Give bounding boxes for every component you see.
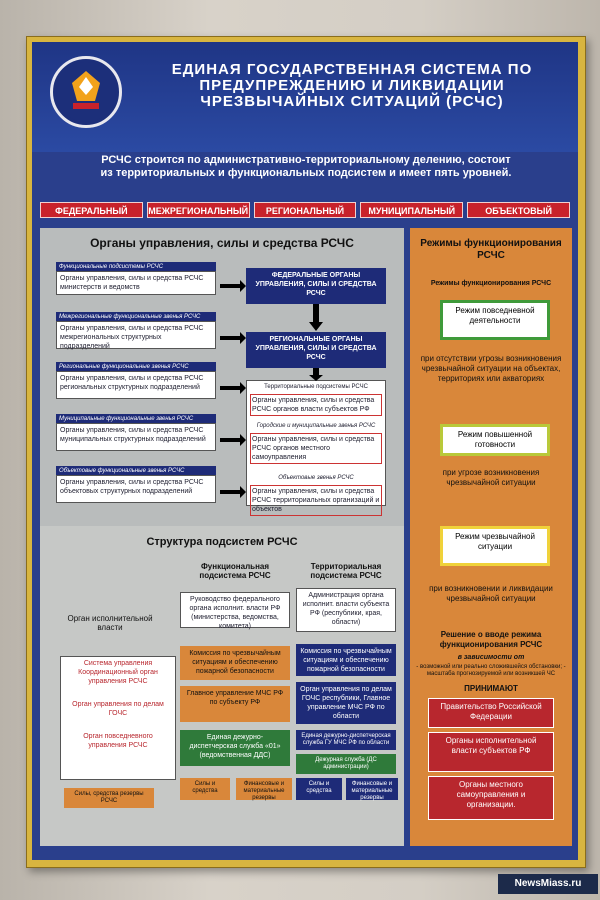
poster-header: ЕДИНАЯ ГОСУДАРСТВЕННАЯ СИСТЕМА ПО ПРЕДУП…	[32, 42, 578, 152]
down-arrow-icon	[309, 368, 323, 381]
left-forces-box: Силы, средства резервы РСЧС	[64, 788, 154, 808]
func-head-2: Межрегиональные функциональные звенья РС…	[56, 312, 216, 322]
terr-body: Органы управления, силы и средства РСЧС …	[250, 394, 382, 416]
accept-label: ПРИНИМАЮТ	[464, 684, 518, 693]
city-body: Органы управления, силы и средства РСЧС …	[250, 433, 382, 464]
emchs-emblem-icon	[50, 56, 122, 128]
func-dispatch-box: Единая дежурно-диспетчерская служба «01»…	[180, 730, 290, 766]
gochs-organ: Орган управления по делам ГОЧС	[72, 701, 164, 717]
poster-subtitle: РСЧС строится по административно-террито…	[38, 154, 574, 180]
organs-panel: Органы управления, силы и средства РСЧС …	[40, 228, 404, 846]
terr-forces-box: Силы и средства	[296, 778, 342, 800]
structure-title: Структура подсистем РСЧС	[146, 536, 298, 548]
regime-ready-text: при угрозе возникновения чрезвычайной си…	[442, 468, 540, 487]
structure-section: Структура подсистем РСЧС Функциональная …	[40, 526, 404, 846]
func-commission-box: Комиссия по чрезвычайным ситуациям и обе…	[180, 646, 290, 680]
func-body-3: Органы управления, силы и средства РСЧС …	[56, 371, 216, 399]
subtitle-line-1: РСЧС строится по административно-террито…	[101, 154, 511, 166]
func-head-1: Функциональные подсистемы РСЧС	[56, 262, 216, 272]
terr-head: Территориальные подсистемы РСЧС	[264, 384, 368, 390]
organs-title: Органы управления, силы и средства РСЧС	[90, 236, 354, 250]
title-line-2: ПРЕДУПРЕЖДЕНИЮ И ЛИКВИДАЦИИ	[199, 77, 505, 94]
level-badge: ФЕДЕРАЛЬНЫЙ	[40, 202, 143, 218]
func-column-title: Функциональная подсистема РСЧС	[199, 562, 271, 580]
terr-commission-box: Комиссия по чрезвычайным ситуациям и обе…	[296, 644, 396, 676]
daily-organ: Орган повседневного управления РСЧС	[83, 733, 153, 749]
regimes-title: Режимы функционирования РСЧС	[420, 238, 562, 261]
levels-row: ФЕДЕРАЛЬНЫЙ МЕЖРЕГИОНАЛЬНЫЙ РЕГИОНАЛЬНЫЙ…	[40, 202, 570, 218]
exec-power-label: Орган исполнительной власти	[67, 614, 153, 632]
federal-organs-box: ФЕДЕРАЛЬНЫЕ ОРГАНЫ УПРАВЛЕНИЯ, СИЛЫ И СР…	[246, 268, 386, 304]
level-badge: МЕЖРЕГИОНАЛЬНЫЙ	[146, 202, 250, 218]
coord-organ: Система управления Координационный орган…	[78, 660, 158, 685]
regimes-subtitle: Режимы функционирования РСЧС	[430, 280, 552, 287]
func-body-1: Органы управления, силы и средства РСЧС …	[56, 271, 216, 295]
regime-emergency-text: при возникновении и ликвидации чрезвычай…	[429, 584, 553, 603]
func-main-directorate-box: Главное управление МЧС РФ по субъекту РФ	[180, 686, 290, 722]
decision-note: - возможной или реально сложившейся обст…	[416, 664, 566, 677]
func-head-3: Региональные функциональные звенья РСЧС	[56, 362, 216, 372]
func-forces-box: Силы и средства	[180, 778, 230, 800]
func-head-5: Объектовые функциональные звенья РСЧС	[56, 466, 216, 476]
func-top-box: Руководство федерального органа исполнит…	[180, 592, 290, 630]
func-reserves-box: Финансовые и материальные резервы	[236, 778, 292, 801]
authority-regions: Органы исполнительной власти субъектов Р…	[428, 732, 554, 772]
terr-column-title: Территориальная подсистема РСЧС	[310, 562, 382, 580]
func-head-4: Муниципальные функциональные звенья РСЧС	[56, 414, 216, 424]
subtitle-line-2: из территориальных и функциональных подс…	[100, 167, 512, 179]
level-badge: ОБЪЕКТОВЫЙ	[467, 202, 570, 218]
poster: ЕДИНАЯ ГОСУДАРСТВЕННАЯ СИСТЕМА ПО ПРЕДУП…	[32, 42, 578, 860]
territorial-group: Территориальные подсистемы РСЧС Органы у…	[246, 380, 386, 516]
authority-municipal: Органы местного самоуправления и организ…	[428, 776, 554, 820]
regime-daily-text: при отсутствии угрозы возникновения чрез…	[420, 354, 562, 383]
watermark-label: NewsMiass.ru	[498, 874, 598, 894]
func-body-5: Органы управления, силы и средства РСЧС …	[56, 475, 216, 503]
down-arrow-icon	[309, 304, 323, 331]
regimes-panel: Режимы функционирования РСЧС Режимы функ…	[410, 228, 572, 846]
title-line-3: ЧРЕЗВЫЧАЙНЫХ СИТУАЦИЙ (РСЧС)	[200, 93, 504, 110]
obj-body: Органы управления, силы и средства РСЧС …	[250, 485, 382, 516]
terr-dispatch-box: Единая дежурно-диспетчерская служба ГУ М…	[296, 730, 396, 750]
regime-daily: Режим повседневной деятельности	[440, 300, 550, 340]
decision-title: Решение о вводе режима функционирования …	[439, 630, 543, 649]
level-badge: МУНИЦИПАЛЬНЫЙ	[360, 202, 464, 218]
city-head: Городские и муниципальные звенья РСЧС	[256, 423, 376, 429]
connector-arrows-icon	[220, 280, 246, 498]
func-body-4: Органы управления, силы и средства РСЧС …	[56, 423, 216, 451]
terr-gochs-box: Орган управления по делам ГОЧС республик…	[296, 682, 396, 724]
regime-ready: Режим повышенной готовности	[440, 424, 550, 456]
terr-duty-box: Дежурная служба (ДС администрации)	[296, 754, 396, 774]
func-body-2: Органы управления, силы и средства РСЧС …	[56, 321, 216, 350]
level-badge: РЕГИОНАЛЬНЫЙ	[253, 202, 357, 218]
left-structure-box: Система управления Координационный орган…	[60, 656, 176, 780]
terr-top-box: Администрация органа исполнит. власти су…	[296, 588, 396, 632]
regime-emergency: Режим чрезвычайной ситуации	[440, 526, 550, 566]
title-line-1: ЕДИНАЯ ГОСУДАРСТВЕННАЯ СИСТЕМА ПО	[171, 61, 533, 78]
decision-sub: в зависимости от	[457, 654, 525, 661]
authority-government: Правительство Российской Федерации	[428, 698, 554, 728]
terr-reserves-box: Финансовые и материальные резервы	[346, 778, 398, 801]
obj-head: Объектовые звенья РСЧС	[278, 475, 354, 481]
poster-title: ЕДИНАЯ ГОСУДАРСТВЕННАЯ СИСТЕМА ПО ПРЕДУП…	[132, 62, 572, 110]
regional-organs-box: РЕГИОНАЛЬНЫЕ ОРГАНЫ УПРАВЛЕНИЯ, СИЛЫ И С…	[246, 332, 386, 368]
